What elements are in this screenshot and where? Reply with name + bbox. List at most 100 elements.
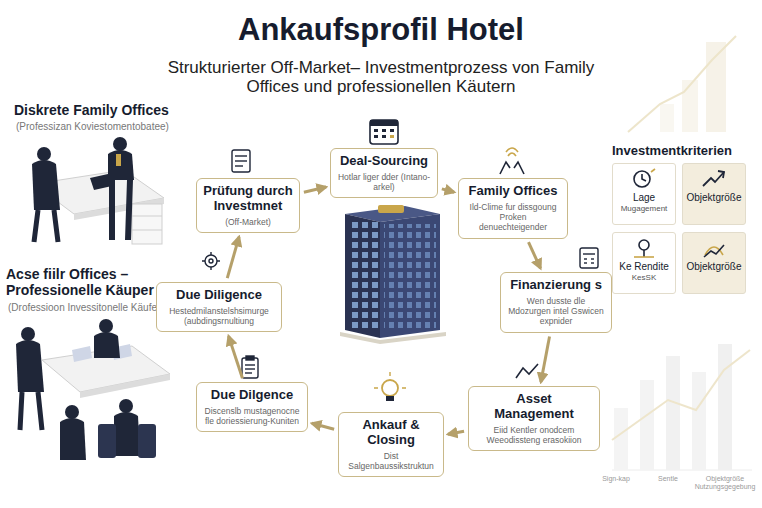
drawing-part	[370, 120, 398, 144]
criteria-icon	[631, 168, 657, 190]
group-note: (Professizan Koviestomentobatee)	[16, 121, 206, 132]
drawing-part	[718, 344, 732, 470]
flow-arrow	[541, 336, 550, 382]
flow-arrow	[304, 187, 326, 192]
drawing-part	[508, 153, 516, 156]
process-box: Asset ManagementEiid Kentler onodcem Wee…	[468, 386, 600, 451]
drawing-part	[20, 392, 42, 430]
drawing-part	[245, 364, 255, 365]
drawing-part	[98, 424, 116, 458]
box-title: Due Dilgence	[203, 388, 301, 403]
box-title: Prüfung durch Investmnet	[203, 184, 293, 214]
box-text: Hotlar liger dder (Intano-arkel)	[337, 172, 431, 192]
flow-arrow	[442, 189, 454, 192]
hands-icon	[500, 148, 524, 174]
box-title: Objektgröße	[686, 261, 742, 273]
process-box: Deal-SourcingHotlar liger dder (Intano-a…	[330, 148, 438, 198]
drawing-part	[205, 255, 217, 267]
calculator-icon	[580, 248, 598, 268]
drawing-part	[132, 216, 162, 217]
box-title: Asset Management	[475, 392, 593, 422]
drawing-part	[235, 165, 243, 166]
drawing-part	[390, 129, 394, 132]
drawing-part	[516, 364, 538, 378]
drawing-part	[583, 253, 595, 254]
drawing-part	[580, 248, 598, 268]
drawing-part	[34, 210, 58, 242]
drawing-part	[16, 340, 44, 392]
drawing-part	[614, 408, 628, 470]
drawing-part	[374, 129, 394, 138]
drawing-part	[692, 372, 706, 470]
drawing-part	[378, 205, 404, 213]
drawing-part	[114, 412, 140, 456]
group-heading: Acse fiilr Offices – Professionelle Käup…	[6, 266, 156, 298]
faint-chart	[628, 36, 736, 132]
flow-arrow	[312, 423, 334, 429]
drawing-part	[390, 135, 394, 138]
drawing-part	[108, 150, 134, 180]
drawing-part	[382, 135, 386, 138]
box-title: Ke Rendite	[616, 261, 672, 273]
document-icon	[232, 150, 250, 172]
trend-icon	[516, 364, 538, 378]
drawing-part	[112, 180, 130, 240]
drawing-part	[642, 174, 646, 181]
drawing-part	[202, 252, 220, 270]
drawing-part	[345, 214, 380, 338]
flow-arrow	[229, 336, 243, 378]
drawing-part	[232, 150, 250, 172]
drawing-part	[72, 346, 92, 362]
box-text: KesSK	[616, 273, 672, 282]
drawing-part	[640, 380, 654, 470]
drawing-part	[704, 245, 724, 257]
drawing-part	[639, 240, 649, 250]
drawing-part	[113, 137, 127, 151]
drawing-part	[370, 120, 398, 126]
drawing-part	[703, 172, 724, 186]
box-title: Due Diligence	[163, 288, 275, 303]
drawing-part	[651, 169, 655, 172]
drawing-part	[612, 350, 750, 440]
box-text: Eiid Kentler onodcem Weeodissteng erasok…	[475, 425, 593, 445]
clipboard-icon	[242, 356, 258, 378]
criteria-card: Objektgröße	[682, 163, 746, 225]
drawing-part	[666, 356, 680, 470]
subtitle: Strukturierter Off-Market– Investmentpro…	[156, 58, 606, 96]
gear-icon	[202, 252, 220, 270]
criteria-card: LageMugagement	[612, 163, 676, 225]
drawing-part	[65, 405, 79, 419]
drawing-part	[132, 204, 162, 244]
drawing-part	[384, 224, 436, 328]
drawing-part	[348, 222, 378, 328]
drawing-part	[80, 374, 170, 398]
axis-label: Sign-kap	[596, 475, 636, 483]
drawing-part	[584, 258, 587, 259]
drawing-part	[628, 36, 736, 132]
panel-heading: Investmentkriterien	[612, 143, 757, 158]
process-box: Finanzierung sWen dusste dle Mdozurgen i…	[500, 272, 612, 333]
box-title: Objektgröße	[686, 192, 742, 204]
drawing-part	[132, 230, 162, 231]
box-title: Deal-Sourcing	[337, 154, 431, 169]
drawing-part	[138, 424, 156, 458]
bulb-icon	[374, 372, 406, 401]
drawing-part	[60, 418, 86, 460]
criteria-icon	[631, 237, 657, 259]
hotel-building	[340, 205, 446, 344]
calendar-icon	[370, 120, 398, 144]
drawing-part	[235, 155, 247, 156]
box-text: Hestedmilanstelshsimurge (aubdingsrnulti…	[163, 306, 275, 326]
drawing-part	[386, 396, 394, 401]
process-box: Due DilgenceDiscenslb mustagenocne fle d…	[196, 382, 308, 432]
drawing-part	[682, 80, 698, 132]
drawing-part	[374, 372, 406, 388]
process-box: Ankauf & ClosingDist Salgenbaussikstrukt…	[338, 412, 444, 477]
people-scene	[32, 137, 164, 244]
drawing-part	[245, 368, 255, 369]
drawing-part	[591, 258, 594, 259]
flow-arrow	[448, 431, 464, 434]
box-title: Family Offices	[465, 184, 561, 199]
drawing-part	[506, 148, 518, 152]
